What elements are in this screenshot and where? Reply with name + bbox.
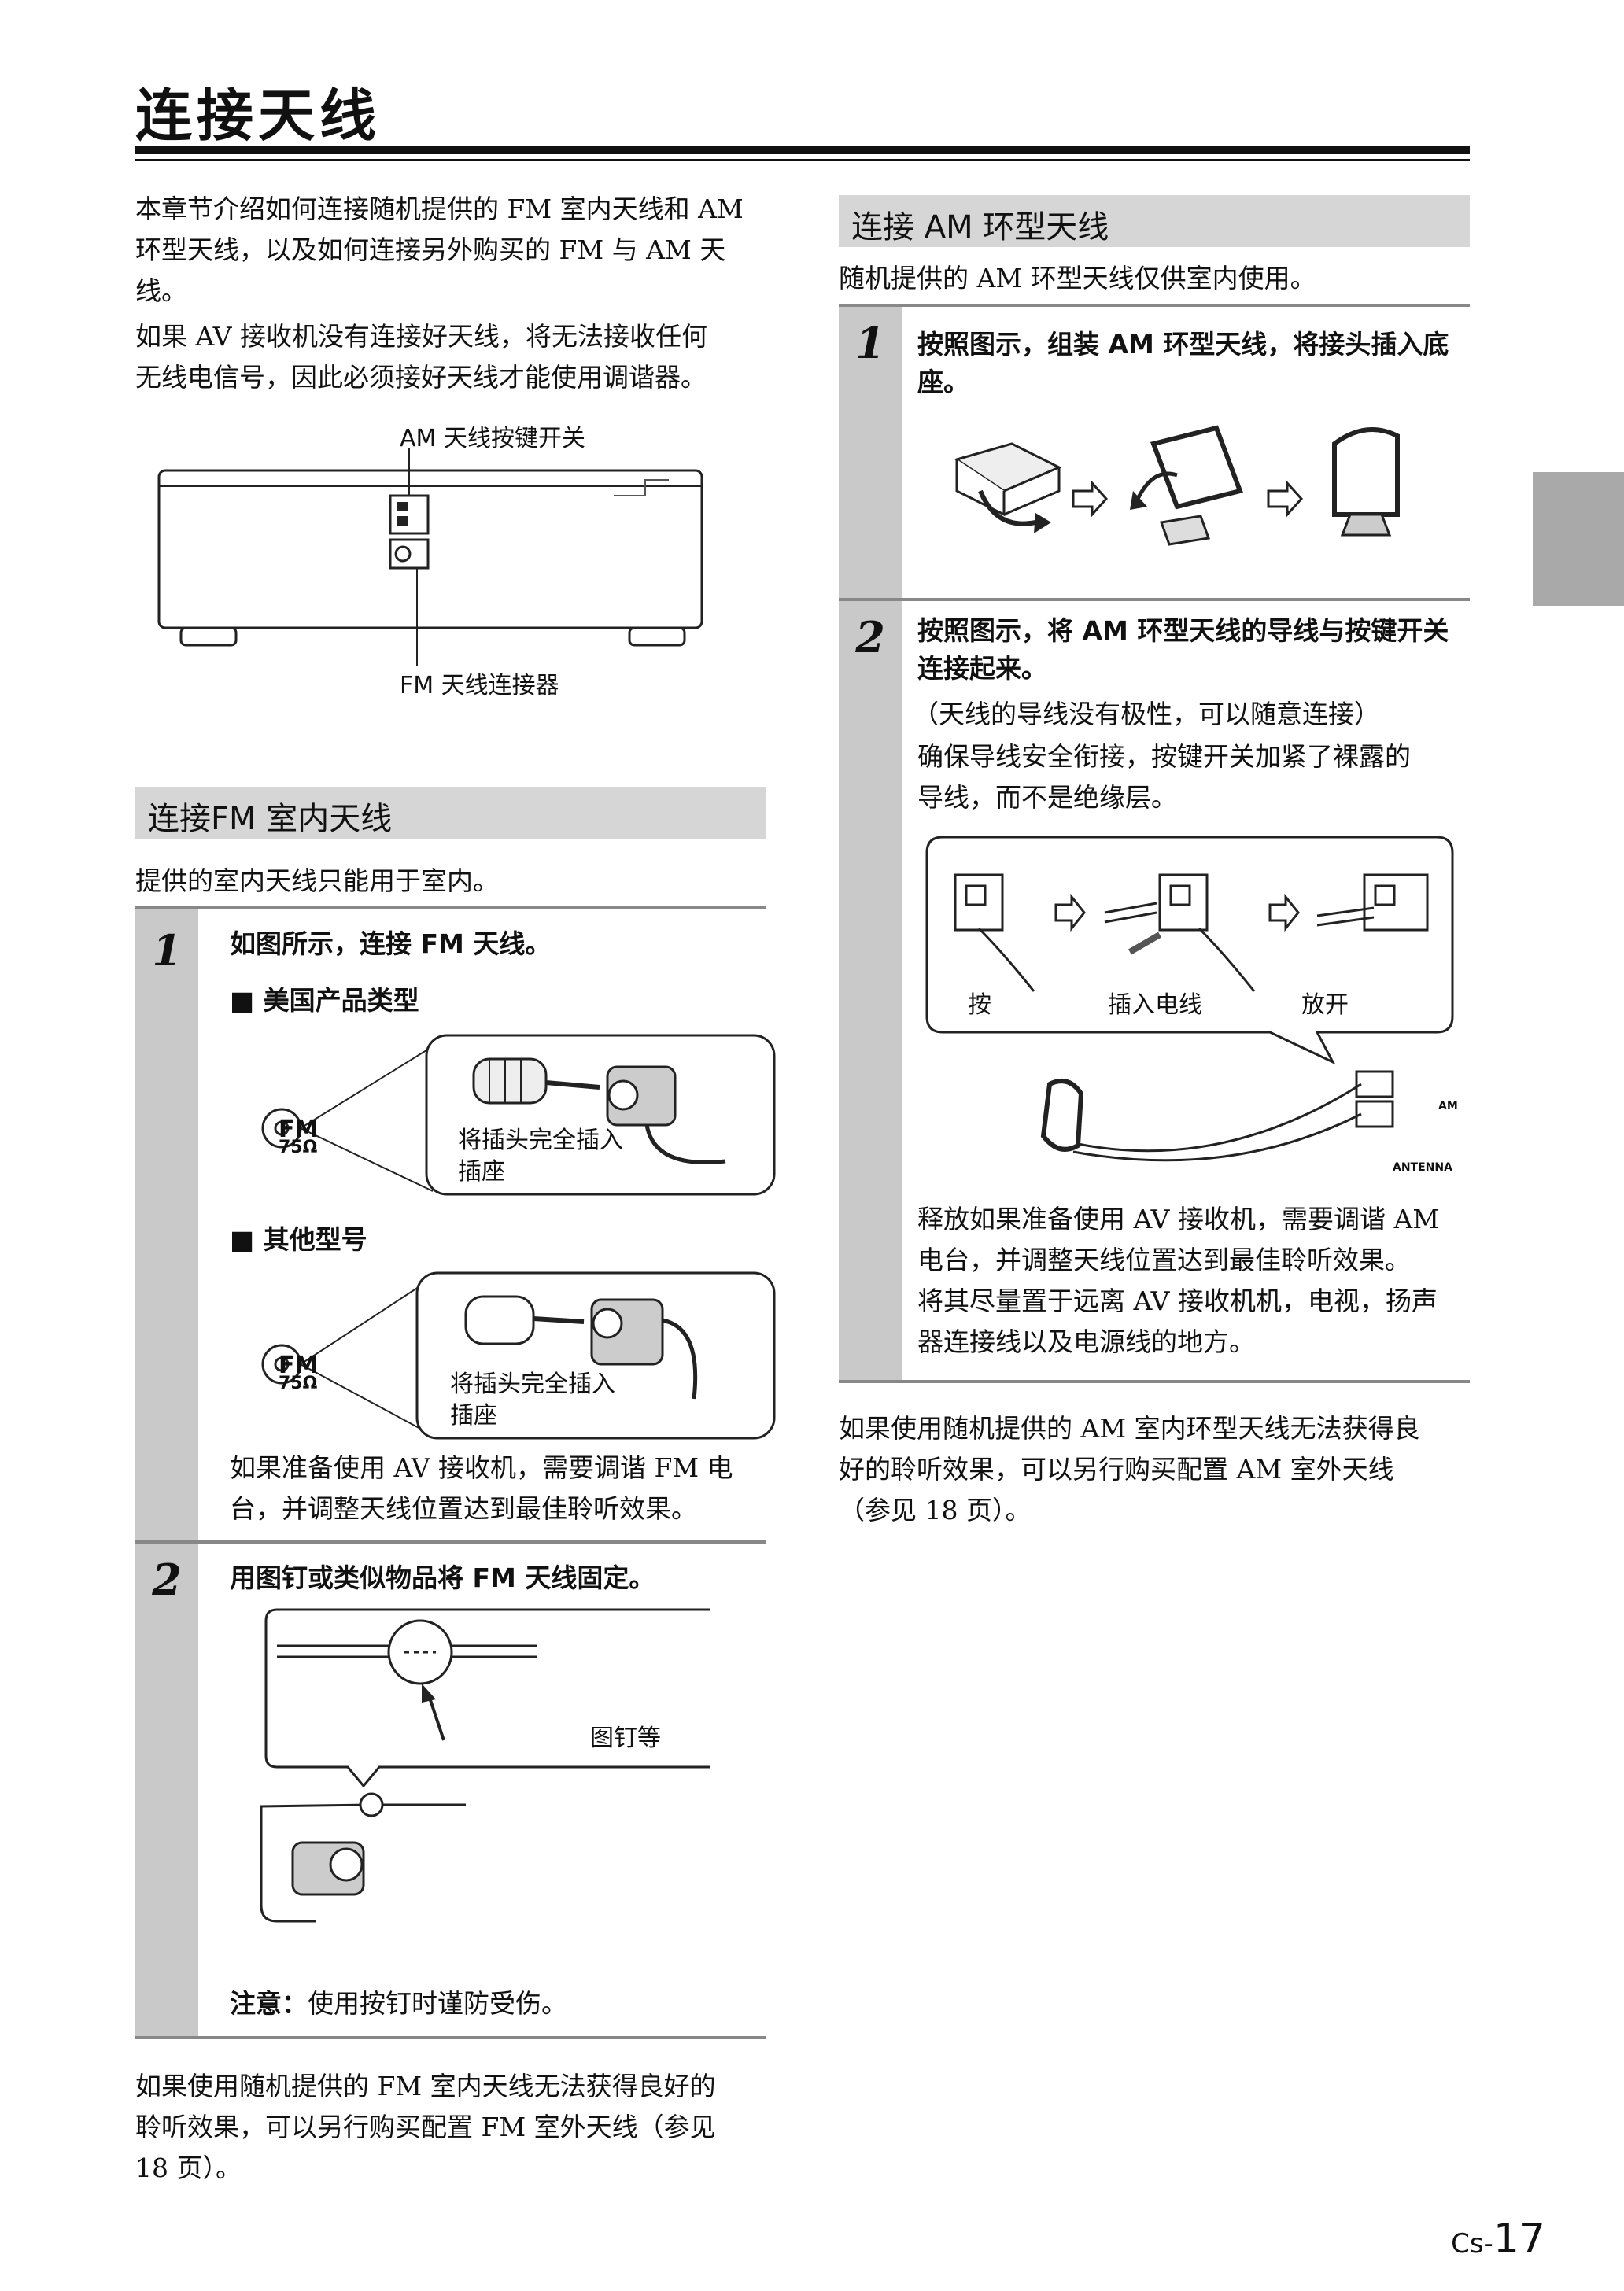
am-footer-note: 如果使用随机提供的 AM 室内环型天线无法获得良 好的聆听效果，可以另行购买配置… [839,1408,1468,1531]
footer-line: 聆听效果，可以另行购买配置 FM 室外天线（参见 [135,2112,716,2142]
step-body: 如图所示，连接 FM 天线。 ■ 美国产品类型 FM 75Ω 将插头完全插入 插… [198,909,776,1542]
step-number: 1 [152,925,182,976]
note-line: 台，并调整天线位置达到最佳聆听效果。 [230,1493,697,1524]
insert-instruction: 插座 [450,1402,497,1430]
fm-connector-label: FM 天线连接器 [400,672,559,699]
intro-line: 环型天线，以及如何连接另外购买的 FM 与 AM 天 [135,234,726,265]
am-step-bottom-rule [839,1380,1470,1383]
step-title: 如图所示，连接 FM 天线。 [230,928,552,959]
title-line: 按照图示，将 AM 环型天线的导线与按键开关 [917,615,1449,646]
fm-section-heading: 连接FM 室内天线 [135,787,766,839]
fm-step1-note: 如果准备使用 AV 接收机，需要调谐 FM 电 台，并调整天线位置达到最佳聆听效… [230,1448,733,1529]
fm-step1-top-rule [135,906,766,909]
jack-ohm: 75Ω [279,1138,318,1157]
title-rule [135,146,1470,154]
step-title: 用图钉或类似物品将 FM 天线固定。 [230,1562,655,1593]
caution-text: 使用按钉时谨防受伤。 [308,1988,567,2019]
fm-us-connection-diagram [261,1034,776,1196]
step-number: 2 [152,1555,182,1605]
am-wire-diagram [925,836,1454,1162]
receiver-rear-diagram [157,448,703,666]
am-terminal-label: AM [1438,1100,1458,1112]
step-body: 按照图示，组装 AM 环型天线，将接头插入底 座。 [902,307,1470,598]
pin-label: 图钉等 [590,1725,661,1752]
am-description: 随机提供的 AM 环型天线仅供室内使用。 [839,263,1316,293]
am-section-heading: 连接 AM 环型天线 [839,195,1470,247]
other-type-text: 其他型号 [263,1224,367,1255]
polarity-note: （天线的导线没有极性，可以随意连接） [913,699,1380,729]
step-bar [839,307,902,598]
note-line: 确保导线安全衔接，按键开关加紧了裸露的 [917,741,1411,772]
us-type-label: ■ 美国产品类型 [230,985,419,1016]
page-number-value: 17 [1493,2215,1545,2263]
am-step-1: 1 按照图示，组装 AM 环型天线，将接头插入底 座。 [839,307,1470,598]
step-number: 2 [855,612,885,662]
am-step-divider [839,598,1470,601]
release-label: 放开 [1301,991,1349,1019]
footer-line: 18 页）。 [135,2153,242,2183]
fm-step-1: 1 如图所示，连接 FM 天线。 ■ 美国产品类型 FM 75Ω 将插头完全插入… [135,909,776,1542]
insert-wire-label: 插入电线 [1108,991,1202,1019]
caution-note: 注意：使用按钉时谨防受伤。 [230,1983,567,2020]
intro-line: 无线电信号，因此必须接好天线才能使用调谐器。 [135,362,707,393]
fm-pin-diagram [260,1608,710,1923]
fm-step-2: 2 用图钉或类似物品将 FM 天线固定。 图钉等 注意：使用按钉时谨防受伤。 [135,1544,766,2036]
step-bar [839,601,902,1380]
footer-line: 好的聆听效果，可以另行购买配置 AM 室外天线 [839,1454,1394,1485]
step-title: 按照图示，组装 AM 环型天线，将接头插入底 座。 [917,326,1449,401]
us-type-text: 美国产品类型 [263,985,419,1016]
page-prefix: Cs- [1451,2228,1493,2260]
fm-other-connection-diagram [261,1271,776,1440]
page-title: 连接天线 [135,83,382,149]
note-line: 器连接线以及电源线的地方。 [917,1326,1255,1357]
step-number: 1 [855,318,885,368]
step-bar [135,909,198,1542]
jack-ohm: 75Ω [279,1374,318,1393]
title-line: 座。 [917,367,969,397]
step-body: 按照图示，将 AM 环型天线的导线与按键开关 连接起来。 （天线的导线没有极性，… [902,601,1470,1380]
title-line: 连接起来。 [917,653,1047,684]
press-label: 按 [968,991,991,1019]
note-line: 将其尽量置于远离 AV 接收机机，电视，扬声 [917,1286,1438,1316]
footer-line: 如果使用随机提供的 AM 室内环型天线无法获得良 [839,1413,1420,1444]
fm-description: 提供的室内天线只能用于室内。 [135,865,499,896]
step-bar [135,1544,198,2036]
am-heading-text: 连接 AM 环型天线 [851,209,1109,245]
step-body: 用图钉或类似物品将 FM 天线固定。 图钉等 注意：使用按钉时谨防受伤。 [198,1544,766,2036]
am-switch-label: AM 天线按键开关 [400,425,585,452]
intro-line: 如果 AV 接收机没有连接好天线，将无法接收任何 [135,321,707,352]
am-step2-note: 释放如果准备使用 AV 接收机，需要调谐 AM 电台，并调整天线位置达到最佳聆听… [917,1199,1439,1363]
note-line: 导线，而不是绝缘层。 [917,782,1177,813]
fm-step-bottom-rule [135,2036,766,2039]
am-assembly-diagram [954,425,1400,546]
intro-line: 本章节介绍如何连接随机提供的 FM 室内天线和 AM [135,194,744,224]
fm-footer-note: 如果使用随机提供的 FM 室内天线无法获得良好的 聆听效果，可以另行购买配置 F… [135,2066,765,2189]
insert-instruction: 将插头完全插入 [458,1127,623,1154]
caution-label: 注意： [230,1988,308,2019]
antenna-label: ANTENNA [1393,1161,1452,1174]
intro-line: 线。 [135,275,187,306]
title-rule-thin [135,159,1470,161]
jack-label: FM [279,1116,319,1143]
title-line: 按照图示，组装 AM 环型天线，将接头插入底 [917,329,1449,360]
fm-heading-text: 连接FM 室内天线 [148,801,393,837]
footer-line: （参见 18 页）。 [839,1495,1032,1525]
note-line: 电台，并调整天线位置达到最佳聆听效果。 [917,1245,1411,1275]
am-step1-top-rule [839,304,1470,307]
wire-note: 确保导线安全衔接，按键开关加紧了裸露的 导线，而不是绝缘层。 [917,736,1411,818]
am-step-2: 2 按照图示，将 AM 环型天线的导线与按键开关 连接起来。 （天线的导线没有极… [839,601,1470,1380]
other-type-label: ■ 其他型号 [230,1224,367,1255]
jack-label: FM [279,1352,319,1379]
note-line: 释放如果准备使用 AV 接收机，需要调谐 AM [917,1204,1440,1234]
intro-paragraph: 本章节介绍如何连接随机提供的 FM 室内天线和 AM 环型天线，以及如何连接另外… [135,189,765,398]
insert-instruction: 将插头完全插入 [450,1371,615,1398]
chapter-tab [1533,472,1624,606]
fm-step-divider [135,1540,766,1544]
insert-instruction: 插座 [458,1158,505,1186]
page-number: Cs-17 [1451,2215,1545,2263]
step-title: 按照图示，将 AM 环型天线的导线与按键开关 连接起来。 [917,612,1449,688]
note-line: 如果准备使用 AV 接收机，需要调谐 FM 电 [230,1452,733,1483]
footer-line: 如果使用随机提供的 FM 室内天线无法获得良好的 [135,2071,716,2101]
